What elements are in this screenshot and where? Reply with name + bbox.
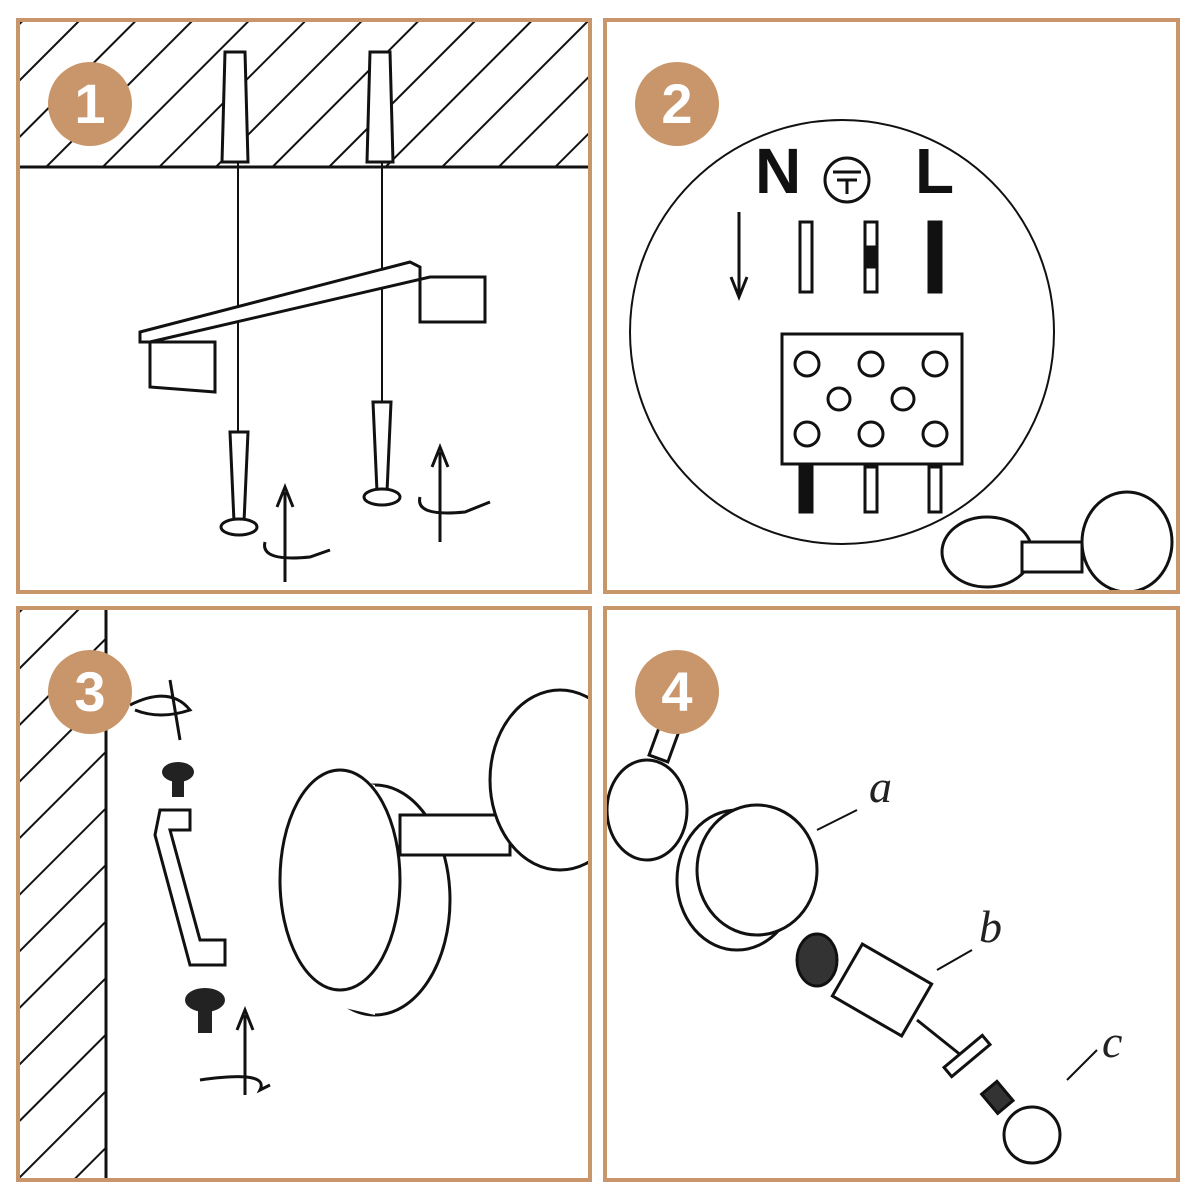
step-number-badge: 4	[635, 650, 719, 734]
step-number-badge: 2	[635, 62, 719, 146]
step-2-panel: N L 2	[603, 18, 1180, 594]
live-label: L	[915, 135, 955, 207]
screws	[219, 400, 402, 537]
ceiling-bracket-illustration	[20, 22, 588, 582]
fixture-fragment	[940, 490, 1174, 590]
screws	[162, 762, 225, 1033]
bulb-c	[979, 1079, 1062, 1165]
step-number-badge: 1	[48, 62, 132, 146]
wall-plugs	[220, 50, 395, 164]
part-label-c: c	[1102, 1016, 1123, 1067]
wiring-illustration	[629, 119, 1174, 590]
part-label-a: a	[869, 761, 892, 812]
shade-a	[675, 803, 819, 952]
bracket	[153, 808, 227, 967]
rotate-arrows	[129, 679, 271, 1095]
terminal-block	[780, 332, 964, 514]
neutral-label: N	[755, 135, 802, 207]
part-label-b: b	[979, 901, 1002, 952]
step-3-panel: 3	[16, 606, 592, 1182]
fixture-canopy	[278, 688, 588, 1017]
ring-b	[795, 932, 993, 1079]
rotate-arrows	[263, 442, 491, 582]
step-4-panel: a b c 4	[603, 606, 1180, 1182]
step-1-panel: 1	[16, 18, 592, 594]
step-number-badge: 3	[48, 650, 132, 734]
pointer-lines	[816, 809, 1098, 1081]
mounting-bracket	[138, 260, 487, 394]
wires	[798, 220, 943, 294]
shade-bulb-illustration	[607, 706, 1098, 1165]
